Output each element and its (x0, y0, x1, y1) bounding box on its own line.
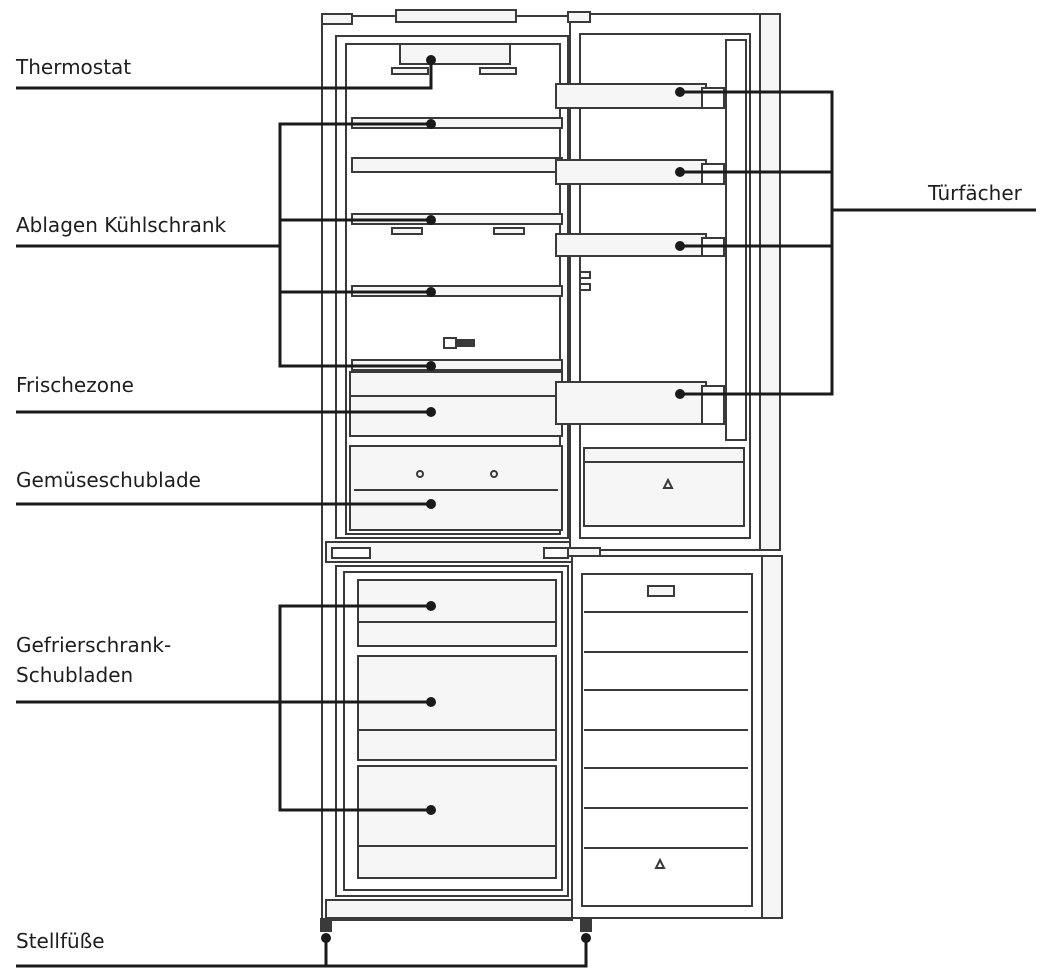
label-door-racks: Türfächer (928, 181, 1022, 205)
label-freezer-drawers-2: Schubladen (16, 663, 134, 687)
leader-lines (16, 60, 1036, 968)
fridge-doors (543, 11, 783, 919)
label-freezer-drawers-1: Gefrierschrank- (16, 633, 172, 657)
feet (320, 918, 592, 932)
fridge-body (321, 9, 591, 921)
callout-dots (321, 55, 685, 943)
label-thermostat: Thermostat (16, 55, 132, 79)
label-shelves: Ablagen Kühlschrank (16, 213, 227, 237)
label-crisper-zone: Frischezone (16, 373, 134, 397)
label-feet: Stellfüße (16, 929, 105, 953)
label-vegetable-drawer: Gemüseschublade (16, 468, 201, 492)
